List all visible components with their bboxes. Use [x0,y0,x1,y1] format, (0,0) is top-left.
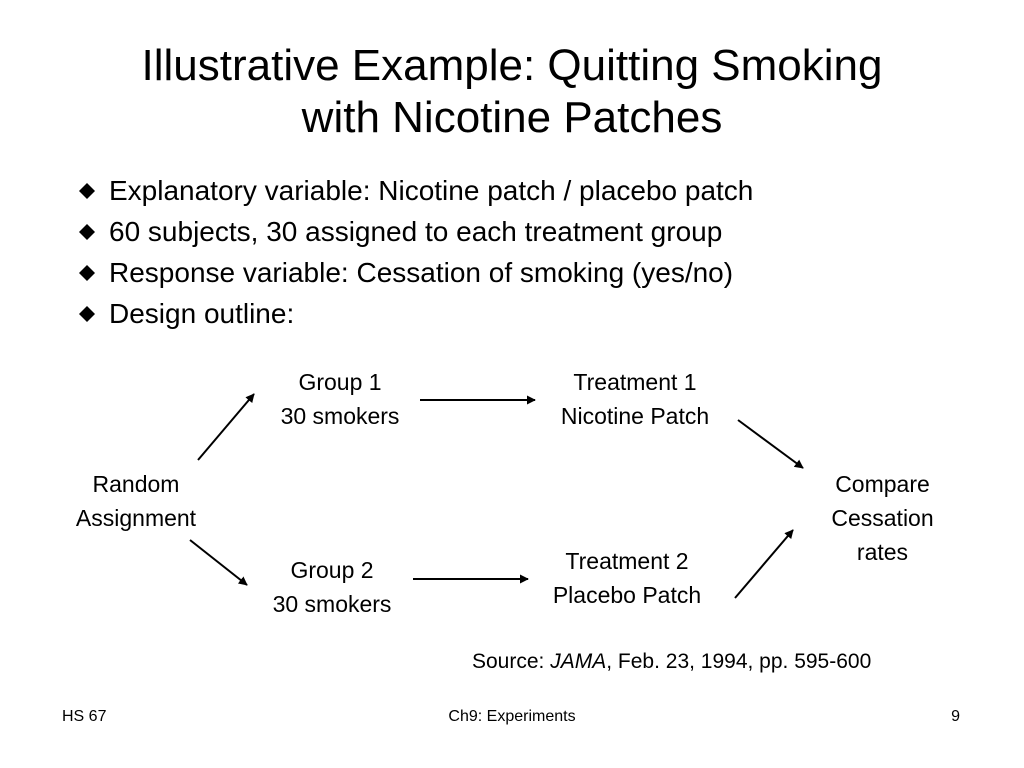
arrow-random-to-group2 [189,539,248,586]
diamond-bullet-icon [79,264,95,281]
random-assignment-line-2: Assignment [75,505,197,531]
footer-page-number: 9 [951,708,960,725]
footer-course: HS 67 [62,708,107,725]
arrow-treatment1-to-compare [737,419,804,469]
diamond-bullet-icon [79,305,95,322]
random-assignment-line-1: Random [92,471,180,497]
group2-node: Group 2 30 smokers [252,553,412,621]
source-details: , Feb. 23, 1994, pp. 595-600 [606,650,872,673]
bullet-text: Explanatory variable: Nicotine patch / p… [109,175,754,206]
source-prefix: Source: [472,650,551,673]
slide-title-line-1: Illustrative Example: Quitting Smoking [141,41,883,90]
random-assignment-node: Random Assignment [56,467,216,535]
bullet-text: Response variable: Cessation of smoking … [109,257,734,288]
group2-line-1: Group 2 [290,557,374,583]
treatment1-node: Treatment 1 Nicotine Patch [530,365,740,433]
compare-node: Compare Cessation rates [800,467,965,569]
compare-line-2: Cessation [831,505,934,531]
compare-line-1: Compare [835,471,930,497]
source-journal: JAMA [550,650,607,673]
treatment1-line-1: Treatment 1 [573,369,697,395]
group1-node: Group 1 30 smokers [260,365,420,433]
treatment2-node: Treatment 2 Placebo Patch [522,544,732,612]
bullet-item: Explanatory variable: Nicotine patch / p… [70,170,753,211]
source-citation: Source: JAMA, Feb. 23, 1994, pp. 595-600 [472,648,871,676]
arrow-random-to-group1 [197,393,255,461]
treatment2-line-1: Treatment 2 [565,548,689,574]
diamond-bullet-icon [79,182,95,199]
bullet-item: 60 subjects, 30 assigned to each treatme… [70,211,753,252]
compare-line-3: rates [856,539,909,565]
bullet-item: Response variable: Cessation of smoking … [70,252,753,293]
diamond-bullet-icon [79,223,95,240]
bullet-list: Explanatory variable: Nicotine patch / p… [70,170,753,334]
arrow-treatment2-to-compare [734,529,794,599]
group1-line-2: 30 smokers [280,403,400,429]
treatment2-line-2: Placebo Patch [552,582,702,608]
slide-title-line-2: with Nicotine Patches [301,93,723,142]
treatment1-line-2: Nicotine Patch [560,403,710,429]
slide-title: Illustrative Example: Quitting Smoking w… [0,40,1024,144]
footer-chapter: Ch9: Experiments [448,708,576,725]
bullet-text: Design outline: [109,298,295,329]
group1-line-1: Group 1 [298,369,382,395]
group2-line-2: 30 smokers [272,591,392,617]
bullet-text: 60 subjects, 30 assigned to each treatme… [109,216,723,247]
bullet-item: Design outline: [70,293,753,334]
